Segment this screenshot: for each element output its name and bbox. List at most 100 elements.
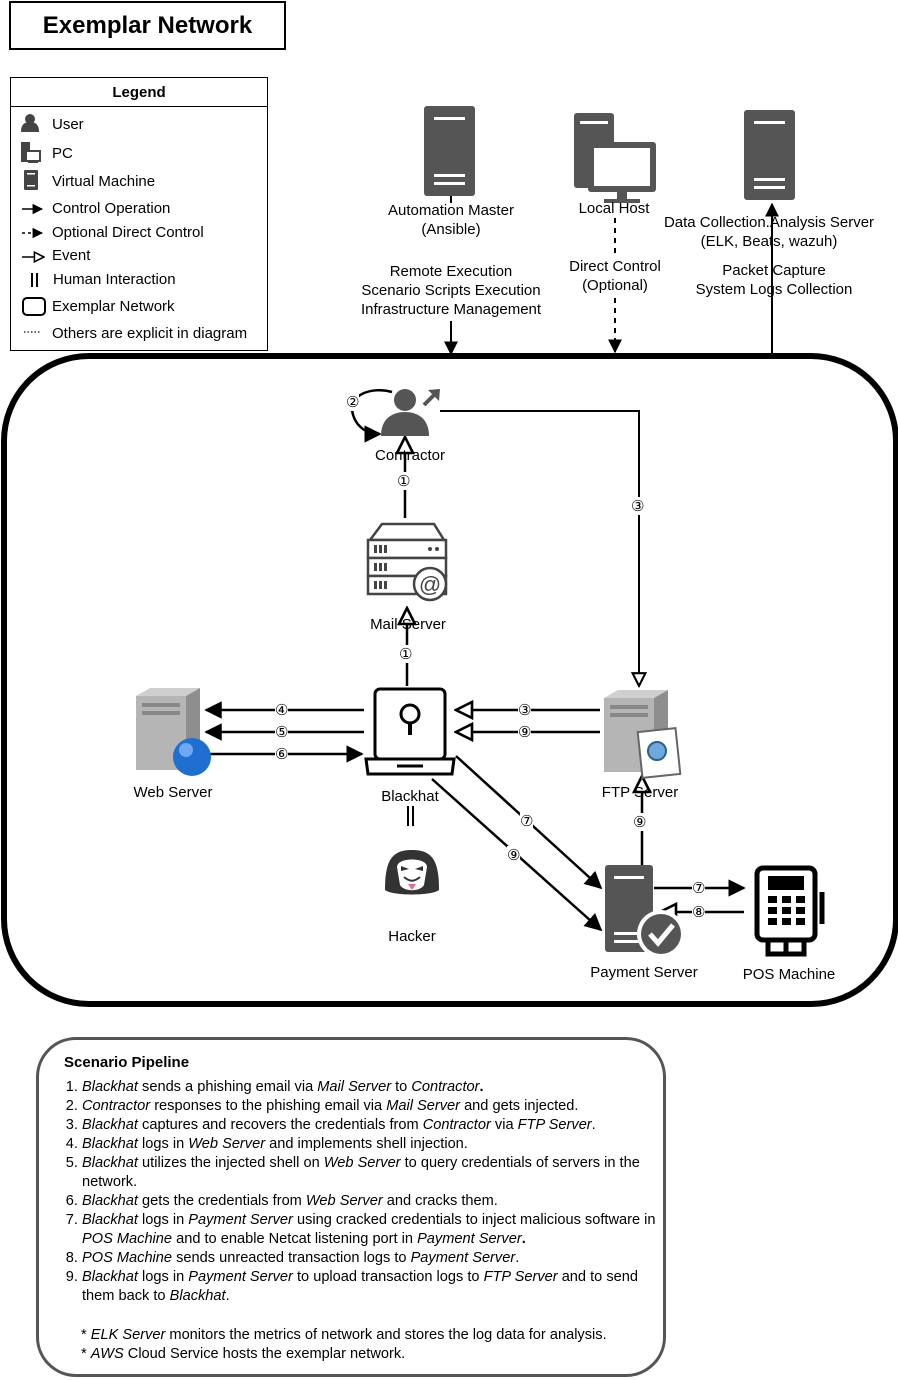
- exemplar-network-frame: [1, 353, 898, 1007]
- local-host-label: Local Host: [578, 200, 650, 217]
- web-server-icon: [136, 688, 211, 776]
- human-interaction-lines: [407, 806, 414, 826]
- text-run: Cloud Service hosts the exemplar network…: [123, 1346, 406, 1362]
- text-run: logs in: [137, 1136, 189, 1152]
- legend-user-icon: [21, 114, 39, 132]
- text-run: captures and recovers the credentials fr…: [137, 1117, 423, 1133]
- legend-double-line-icon: [31, 273, 38, 287]
- text-run: .: [479, 1079, 484, 1095]
- mail-server-label: Mail Server: [370, 616, 446, 633]
- text-run: and gets injected.: [460, 1098, 579, 1114]
- text-run: to: [391, 1079, 412, 1095]
- contractor-label: Contractor: [374, 447, 446, 464]
- pipeline-step: Blackhat captures and recovers the crede…: [82, 1116, 672, 1135]
- legend-label-exemplar-network: Exemplar Network: [52, 298, 175, 315]
- text-run: logs in: [137, 1212, 189, 1228]
- step-3-marker-horizontal: ③: [518, 701, 532, 719]
- text-run: Contractor: [422, 1117, 491, 1133]
- text-run: .: [515, 1250, 520, 1266]
- text-run: Contractor: [82, 1098, 151, 1114]
- automation-edge-line-2: Scenario Scripts Execution: [361, 282, 541, 299]
- text-run: Mail Server: [317, 1079, 392, 1095]
- legend-label-event: Event: [52, 247, 91, 264]
- pipeline-step: Blackhat logs in Payment Server using cr…: [82, 1211, 672, 1249]
- text-run: Blackhat: [82, 1155, 138, 1171]
- text-run: and to enable Netcat listening port in: [172, 1231, 418, 1247]
- step-7-marker-pos: ⑦: [692, 879, 706, 897]
- text-run: Blackhat: [82, 1212, 138, 1228]
- hacker-icon: [385, 850, 439, 895]
- blackhat-laptop-icon: [364, 687, 456, 776]
- text-run: using cracked credentials to inject mali…: [292, 1212, 656, 1228]
- step-8-marker: ⑧: [692, 903, 706, 921]
- local-edge-line-2: (Optional): [582, 277, 648, 294]
- collection-edge-line-2: System Logs Collection: [695, 281, 853, 298]
- legend-label-virtual-machine: Virtual Machine: [52, 173, 156, 190]
- automation-edge-label: Remote Execution Scenario Scripts Execut…: [340, 262, 562, 319]
- automation-master-sub: (Ansible): [421, 221, 481, 238]
- text-run: and to send them back to: [82, 1269, 638, 1304]
- scenario-pipeline-notes: * ELK Server monitors the metrics of net…: [81, 1326, 607, 1364]
- text-run: Payment Server: [410, 1250, 516, 1266]
- pipeline-step: Blackhat utilizes the injected shell on …: [82, 1154, 672, 1192]
- ftp-server-icon: [604, 690, 682, 779]
- text-run: sends a phishing email via: [137, 1079, 318, 1095]
- pos-machine-label: POS Machine: [742, 966, 836, 983]
- text-run: Payment Server: [417, 1231, 522, 1247]
- text-run: monitors the metrics of network and stor…: [165, 1327, 607, 1343]
- pipeline-note: * ELK Server monitors the metrics of net…: [81, 1326, 607, 1345]
- text-run: *: [81, 1327, 91, 1343]
- collection-server-label: Data Collection.Analysis Server (ELK, Be…: [650, 213, 888, 251]
- step-9-marker-ftp: ⑨: [518, 723, 532, 741]
- legend-label-pc: PC: [52, 145, 73, 162]
- contractor-user-icon: [381, 389, 440, 436]
- text-run: and cracks them.: [382, 1193, 498, 1209]
- legend-label-human-interaction: Human Interaction: [53, 271, 176, 288]
- automation-server-icon: [424, 106, 475, 196]
- step-1-marker-contractor: ①: [397, 472, 411, 490]
- text-run: ELK Server: [90, 1327, 166, 1343]
- text-run: POS Machine: [82, 1231, 173, 1247]
- text-run: utilizes the injected shell on: [137, 1155, 324, 1171]
- automation-edge-line-1: Remote Execution: [389, 263, 513, 280]
- step-5-marker: ⑤: [275, 723, 289, 741]
- text-run: to query credentials of servers in the n…: [82, 1155, 640, 1190]
- step-1-marker-mail: ①: [399, 645, 413, 663]
- text-run: gets the credentials from: [137, 1193, 306, 1209]
- text-run: Contractor: [411, 1079, 480, 1095]
- text-run: logs in: [137, 1269, 189, 1285]
- local-edge-line-1: Direct Control: [569, 258, 661, 275]
- text-run: Blackhat: [82, 1136, 138, 1152]
- text-run: Blackhat: [82, 1269, 138, 1285]
- text-run: Blackhat: [82, 1079, 138, 1095]
- collection-edge-line-1: Packet Capture: [722, 262, 826, 279]
- step-6-marker: ⑥: [275, 745, 289, 763]
- step-9-marker-vertical: ⑨: [633, 813, 647, 831]
- text-run: Payment Server: [188, 1212, 293, 1228]
- web-server-label: Web Server: [133, 784, 213, 801]
- text-run: .: [225, 1288, 230, 1304]
- payment-server-label: Payment Server: [590, 964, 698, 981]
- text-run: Web Server: [188, 1136, 266, 1152]
- text-run: *: [81, 1346, 91, 1362]
- text-run: via: [490, 1117, 518, 1133]
- text-run: to upload transaction logs to: [292, 1269, 484, 1285]
- text-run: .: [521, 1231, 526, 1247]
- text-run: Mail Server: [386, 1098, 461, 1114]
- legend-label-optional-direct-control: Optional Direct Control: [52, 224, 204, 241]
- legend-box: Legend User PC Virtual Machine Control O…: [10, 77, 268, 351]
- text-run: responses to the phishing email via: [150, 1098, 387, 1114]
- text-run: sends unreacted transaction logs to: [172, 1250, 411, 1266]
- pipeline-step: Contractor responses to the phishing ema…: [82, 1097, 672, 1116]
- payment-server-icon: [605, 865, 685, 958]
- scenario-pipeline-title: Scenario Pipeline: [64, 1054, 190, 1071]
- step-3-marker-vertical: ③: [631, 497, 645, 515]
- local-host-pc-icon: [574, 113, 656, 203]
- text-run: .: [591, 1117, 596, 1133]
- pipeline-step: Blackhat logs in Payment Server to uploa…: [82, 1268, 672, 1306]
- text-run: POS Machine: [82, 1250, 173, 1266]
- legend-pc-icon: [21, 142, 41, 163]
- step-9-marker-diagonal: ⑨: [507, 846, 521, 864]
- pipeline-step: POS Machine sends unreacted transaction …: [82, 1249, 672, 1268]
